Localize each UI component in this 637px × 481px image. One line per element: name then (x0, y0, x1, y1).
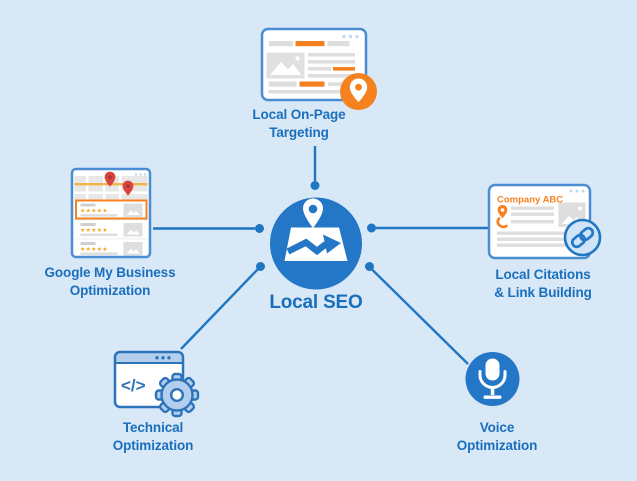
label-line: Local Citations (495, 267, 591, 282)
phone-icon (496, 217, 508, 229)
link-icon (570, 226, 595, 249)
label-line: Local On-Page (252, 107, 346, 122)
map-pin-icon (104, 171, 116, 187)
label-line: Optimization (69, 283, 151, 298)
label-line: Optimization (456, 438, 538, 453)
image-placeholder-icon (123, 203, 143, 217)
listing-card: ★★★★★ (80, 242, 143, 256)
center-circle-icon (270, 197, 362, 290)
connector-lines (153, 146, 489, 365)
connector-bottom-right-dot (365, 262, 374, 271)
citations-window-icon: Company ABC (487, 183, 602, 260)
gear-icon (154, 372, 200, 418)
label-technical-optimization: Technical Optimization (53, 419, 253, 455)
map-pin-icon (122, 180, 134, 196)
label-line: Optimization (112, 438, 194, 453)
connector-top-dot (310, 181, 320, 190)
technical-window-icon: </> (113, 350, 200, 418)
label-local-on-page-targeting: Local On-Page Targeting (199, 106, 399, 142)
connector-left-dot (255, 224, 264, 233)
connector-bottom-left-dot (256, 262, 265, 271)
label-line: Targeting (269, 125, 329, 140)
window-dots-icon (569, 189, 585, 193)
image-placeholder-icon (123, 223, 143, 237)
star-rating-icon: ★★★★★ (80, 208, 108, 215)
image-placeholder-icon (266, 52, 305, 79)
label-voice-optimization: Voice Optimization (397, 419, 597, 455)
listing-card: ★★★★★ (75, 199, 148, 220)
listing-card: ★★★★★ (80, 223, 143, 237)
microphone-icon (478, 358, 507, 399)
link-badge-icon (563, 218, 602, 257)
map-navigation-icon (284, 198, 348, 261)
location-pin-badge-icon (340, 73, 377, 110)
citation-company-name: Company ABC (497, 195, 563, 206)
label-line: Technical (122, 420, 184, 435)
gmb-window-icon: ★★★★★ ★★★★★ ★★★★★ (70, 167, 152, 259)
location-pin-icon (497, 205, 508, 219)
code-icon: </> (121, 376, 146, 395)
window-dots-icon (134, 173, 147, 176)
label-google-my-business: Google My Business Optimization (10, 264, 210, 300)
map-area-icon (74, 171, 148, 200)
connector-bottom-left (180, 268, 259, 350)
image-placeholder-icon (123, 242, 143, 256)
window-dots-icon (342, 34, 359, 39)
connector-right-dot (367, 223, 376, 233)
star-rating-icon: ★★★★★ (80, 246, 108, 253)
label-line: Google My Business (44, 265, 176, 280)
star-rating-icon: ★★★★★ (80, 227, 108, 234)
window-dots-icon (155, 356, 171, 360)
label-line: Voice (479, 420, 515, 435)
label-line: & Link Building (494, 285, 592, 300)
label-local-citations: Local Citations & Link Building (443, 266, 637, 302)
label-local-seo: Local SEO (269, 292, 363, 313)
voice-circle-icon (465, 352, 520, 406)
onpage-window-icon (260, 27, 377, 110)
connector-bottom-right (371, 268, 469, 365)
